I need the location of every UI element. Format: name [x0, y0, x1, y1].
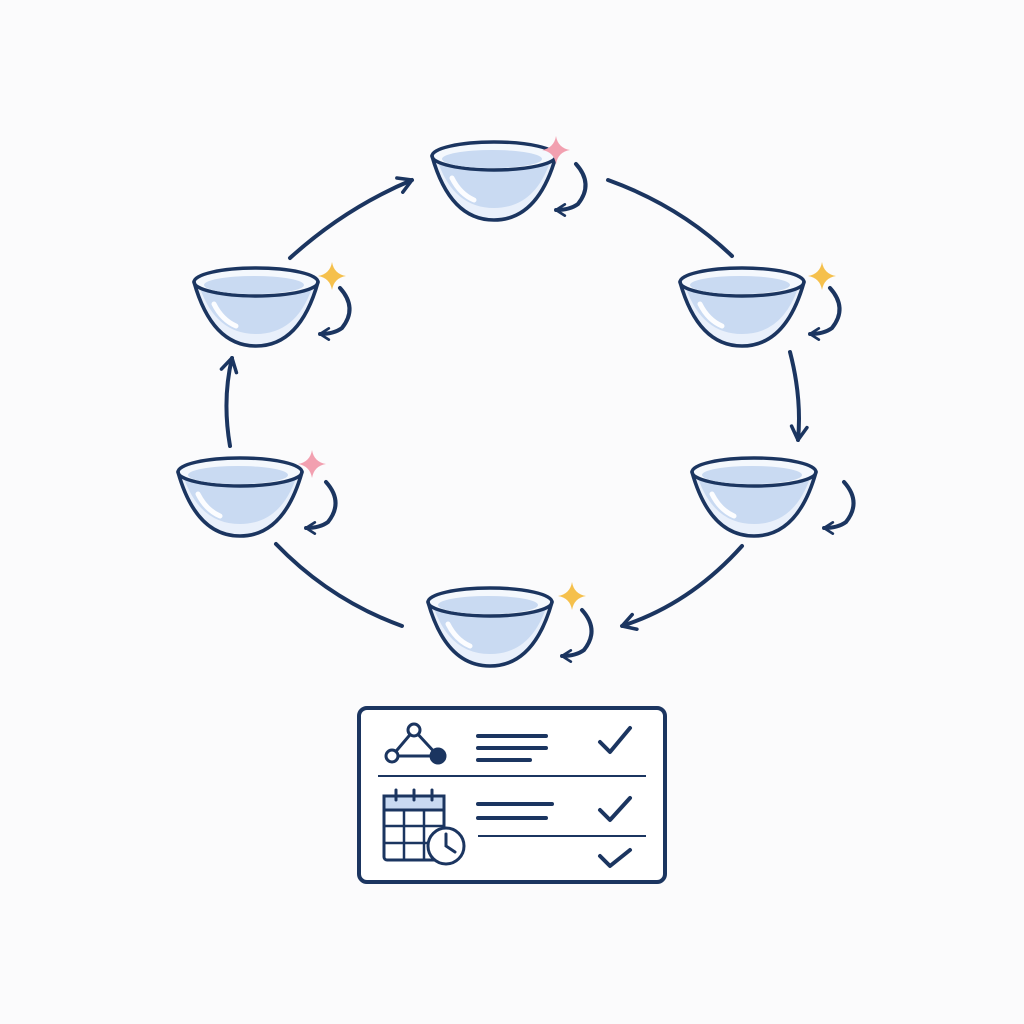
checklist-card	[357, 706, 667, 884]
check-icon	[598, 726, 632, 754]
lens-upper-left	[194, 262, 350, 346]
checklist-row	[384, 722, 632, 765]
checklist-row	[382, 788, 632, 866]
calendar-clock-icon	[382, 788, 466, 866]
lens-lower-left	[178, 450, 336, 536]
text-lines	[476, 802, 554, 820]
arrow-lower-right-to-bottom	[620, 544, 744, 632]
arrow-bottom-to-lower-left	[274, 542, 404, 628]
arrow-upper-left-to-top	[288, 176, 414, 260]
lens-top	[432, 136, 586, 220]
lens-lower-right	[692, 458, 854, 536]
sparkle-icon	[558, 582, 586, 610]
sparkle-icon	[808, 262, 836, 290]
check-icon	[598, 796, 632, 822]
network-icon	[384, 722, 447, 765]
text-lines	[476, 734, 548, 762]
check-icon	[598, 848, 632, 868]
cycle-arrows	[219, 176, 809, 632]
lens-upper-right	[680, 262, 840, 346]
arrow-upper-right-to-lower-right	[788, 350, 809, 442]
arrow-lower-left-to-upper-left	[219, 356, 239, 448]
checklist-row	[598, 848, 632, 868]
arrow-top-to-upper-right	[606, 178, 734, 258]
lens-bottom	[428, 582, 592, 666]
sparkle-icon	[318, 262, 346, 290]
